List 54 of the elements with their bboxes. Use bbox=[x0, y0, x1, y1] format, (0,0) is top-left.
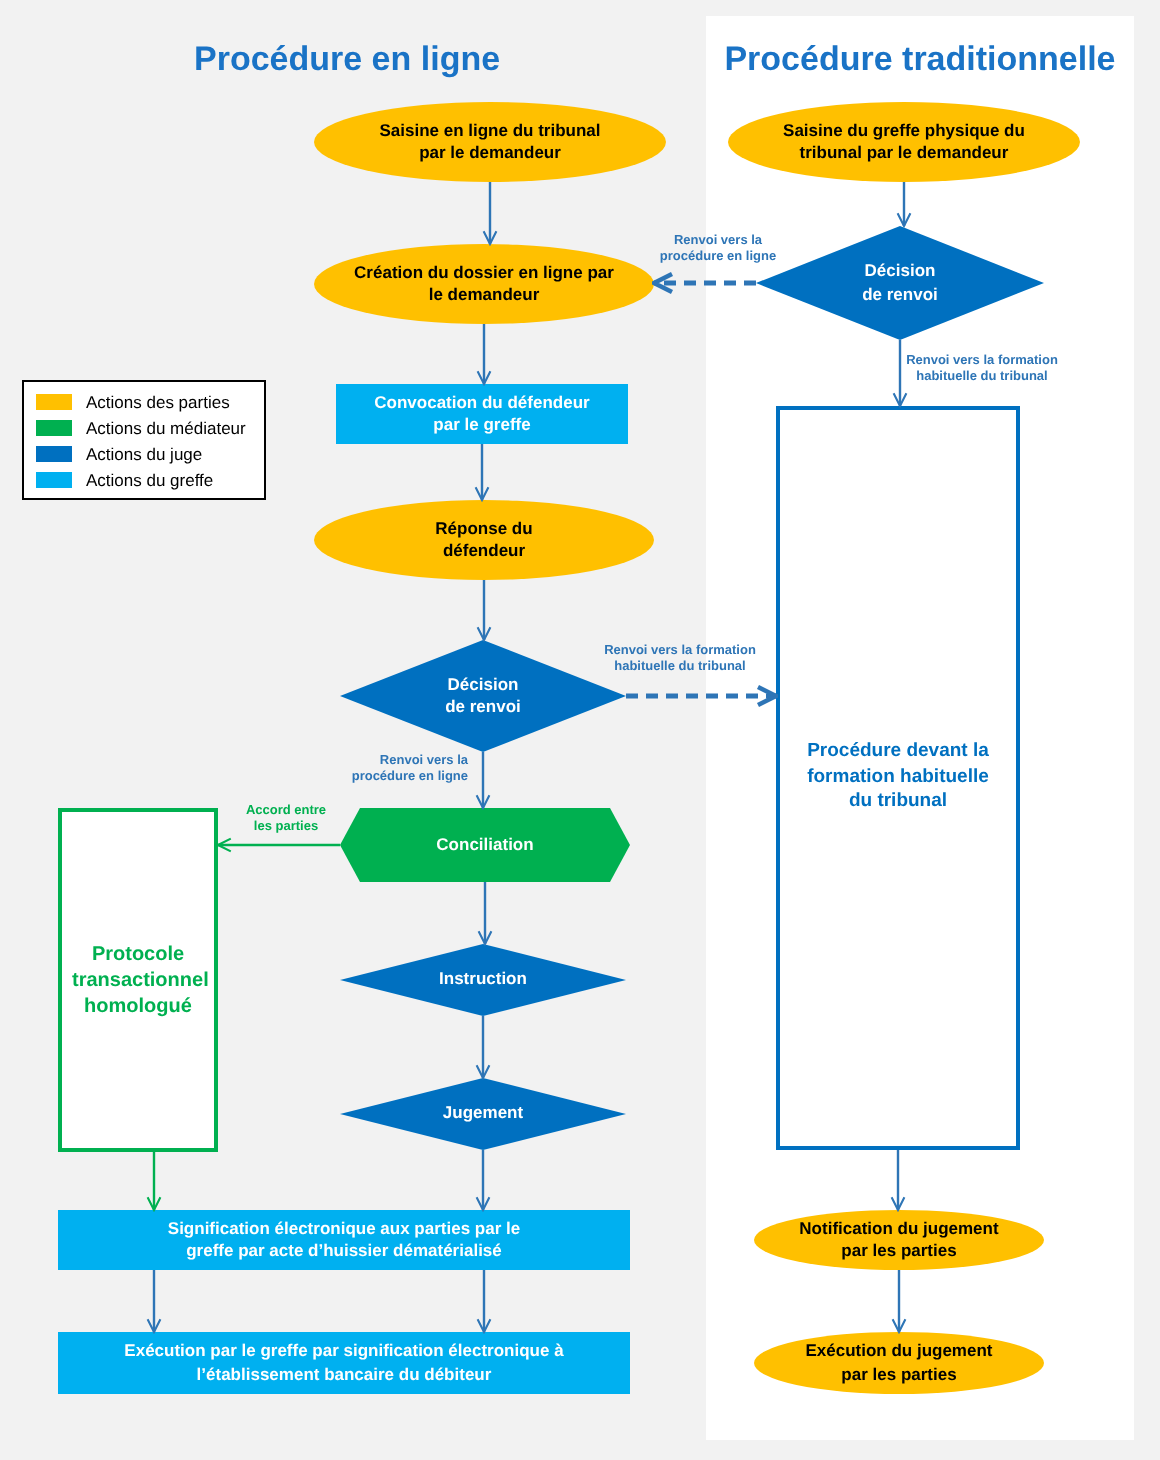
node-label: Exécution du jugement par les parties bbox=[803, 1340, 995, 1386]
column-title: Procédure traditionnelle bbox=[724, 40, 1116, 80]
decision-diamond bbox=[340, 1078, 626, 1150]
node-label: Décision de renvoi bbox=[443, 673, 523, 719]
process-box bbox=[58, 1210, 630, 1270]
action-ellipse bbox=[314, 244, 654, 324]
legend-label: Actions du juge bbox=[86, 443, 203, 463]
node-label: Conciliation bbox=[436, 833, 534, 857]
process-box bbox=[58, 1332, 630, 1394]
node-label: Procédure devant la formation habituelle du tribunal bbox=[805, 740, 991, 816]
dashed-arrow bbox=[626, 684, 779, 708]
arrow bbox=[477, 882, 493, 946]
arrow bbox=[890, 1150, 906, 1212]
arrow bbox=[146, 1152, 162, 1212]
node-label: Décision de renvoi bbox=[860, 260, 940, 306]
action-ellipse bbox=[728, 102, 1080, 182]
legend-label: Actions des parties bbox=[86, 391, 230, 411]
arrow bbox=[482, 182, 498, 246]
node-label: Réponse du défendeur bbox=[433, 517, 535, 563]
arrow bbox=[474, 444, 490, 502]
node-label: Instruction bbox=[439, 968, 527, 992]
procedure-box bbox=[58, 808, 218, 1152]
node-label: Signification électronique aux parties par le greffe par acte d’huissier dématérialisé bbox=[165, 1217, 523, 1263]
arrow bbox=[891, 1270, 907, 1334]
arrow bbox=[896, 182, 912, 228]
node-label: Notification du jugement par les parties bbox=[799, 1217, 999, 1263]
legend-label: Actions du greffe bbox=[86, 469, 214, 489]
arrow bbox=[892, 340, 908, 408]
node-label: Protocole transactionnel homologué bbox=[72, 941, 204, 1019]
arrow bbox=[475, 1150, 491, 1212]
node-label: Jugement bbox=[442, 1102, 524, 1126]
arrow bbox=[475, 1016, 491, 1080]
node-label: Saisine en ligne du tribunal par le demandeur bbox=[377, 119, 603, 165]
column-title: Procédure en ligne bbox=[194, 40, 501, 80]
arrow bbox=[216, 837, 340, 853]
arrow bbox=[476, 580, 492, 642]
node-label: Création du dossier en ligne par le demandeur bbox=[354, 261, 614, 307]
process-box bbox=[336, 384, 628, 444]
action-ellipse bbox=[754, 1210, 1044, 1270]
decision-diamond bbox=[340, 944, 626, 1016]
arrow bbox=[476, 1270, 492, 1334]
node-label: Exécution par le greffe par signification électronique à l’établissement bancaire du débiteur bbox=[122, 1340, 566, 1386]
action-ellipse bbox=[754, 1332, 1044, 1394]
procedure-box bbox=[776, 406, 1020, 1150]
dashed-arrow bbox=[651, 271, 756, 295]
arrow bbox=[476, 324, 492, 386]
node-label: Saisine du greffe physique du tribunal par le demandeur bbox=[781, 119, 1027, 165]
action-ellipse bbox=[314, 500, 654, 580]
arrow bbox=[146, 1270, 162, 1334]
conciliation-hexagon bbox=[340, 808, 630, 882]
arrow bbox=[475, 752, 491, 810]
action-ellipse bbox=[314, 102, 666, 182]
node-label: Convocation du défendeur par le greffe bbox=[372, 391, 592, 437]
legend-label: Actions du médiateur bbox=[86, 417, 246, 437]
